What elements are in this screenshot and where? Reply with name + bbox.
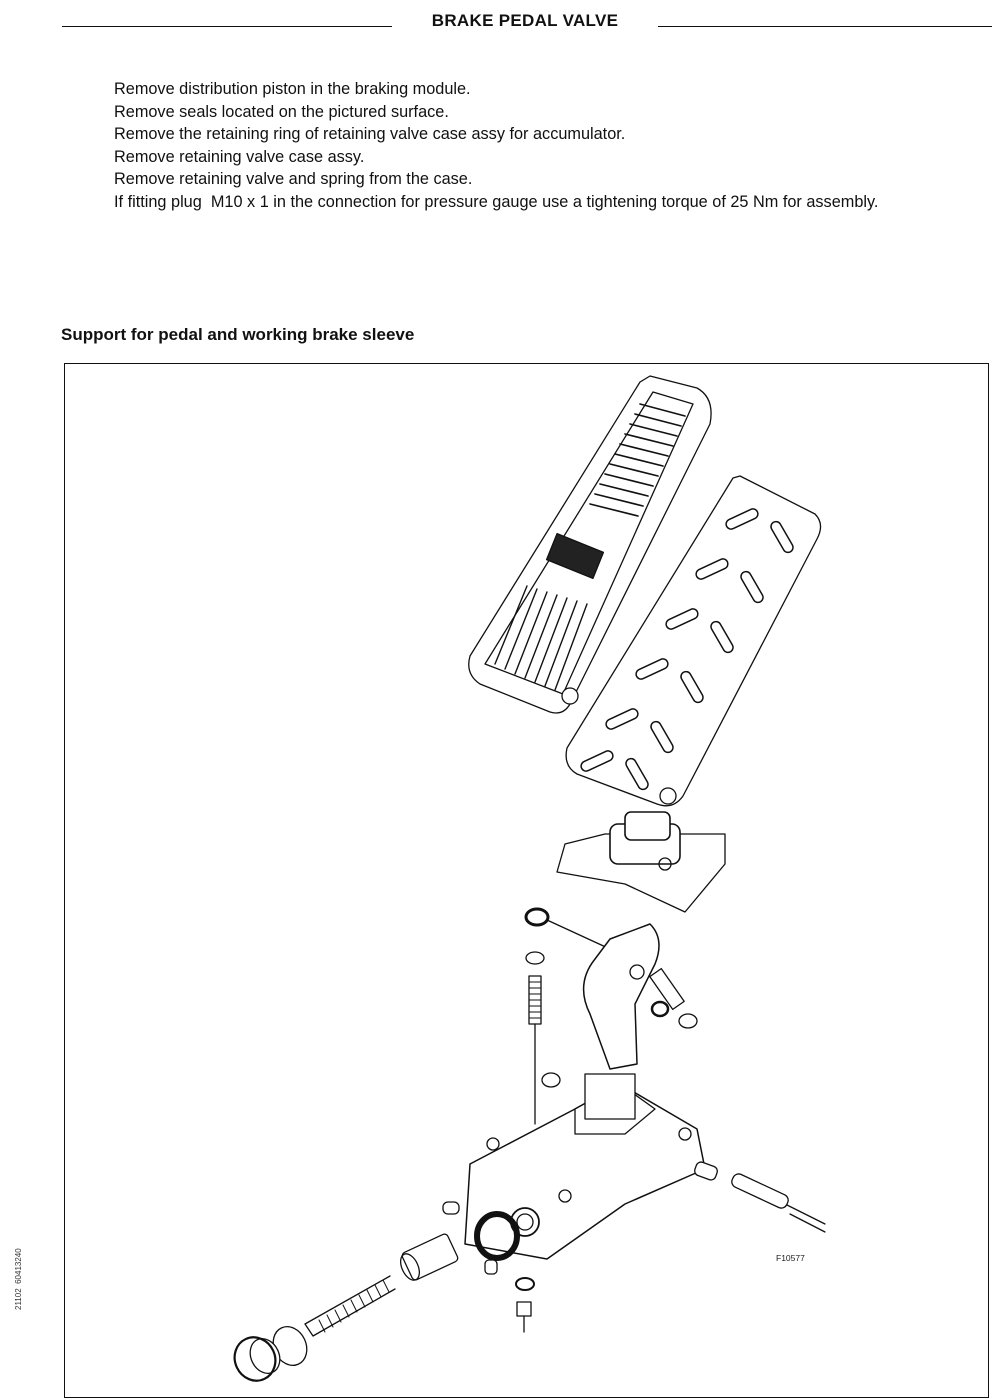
valve-housing bbox=[442, 1072, 826, 1275]
pedal-plate bbox=[565, 475, 822, 807]
step-item: If fitting plug M10 x 1 in the connectio… bbox=[114, 192, 879, 211]
document-code: 21102 60413240 bbox=[14, 1248, 23, 1310]
page-title: BRAKE PEDAL VALVE bbox=[431, 11, 619, 30]
step-item: Remove the retaining ring of retaining v… bbox=[114, 125, 626, 144]
pivot-arm bbox=[582, 923, 698, 1070]
left-fasteners bbox=[524, 907, 611, 1125]
figure-code: F10577 bbox=[776, 1253, 805, 1263]
step-item: Remove seals located on the pictured sur… bbox=[114, 102, 449, 121]
piston-spring-assembly bbox=[233, 1233, 459, 1382]
step-item: Remove retaining valve and spring from t… bbox=[114, 170, 473, 189]
step-item: Remove distribution piston in the brakin… bbox=[114, 80, 471, 98]
exploded-view-drawing bbox=[233, 375, 826, 1382]
exploded-view-figure: F10577 bbox=[64, 363, 989, 1398]
section-heading: Support for pedal and working brake slee… bbox=[61, 325, 415, 344]
step-item: Remove retaining valve case assy. bbox=[114, 147, 365, 166]
bottom-plug bbox=[515, 1277, 535, 1333]
right-pin bbox=[694, 1161, 826, 1233]
pedal-cover bbox=[468, 375, 712, 714]
rubber-mat bbox=[556, 811, 726, 913]
header-rule-left bbox=[62, 26, 392, 27]
header-rule-right bbox=[658, 26, 992, 27]
procedure-steps: Remove distribution piston in the brakin… bbox=[114, 78, 878, 214]
